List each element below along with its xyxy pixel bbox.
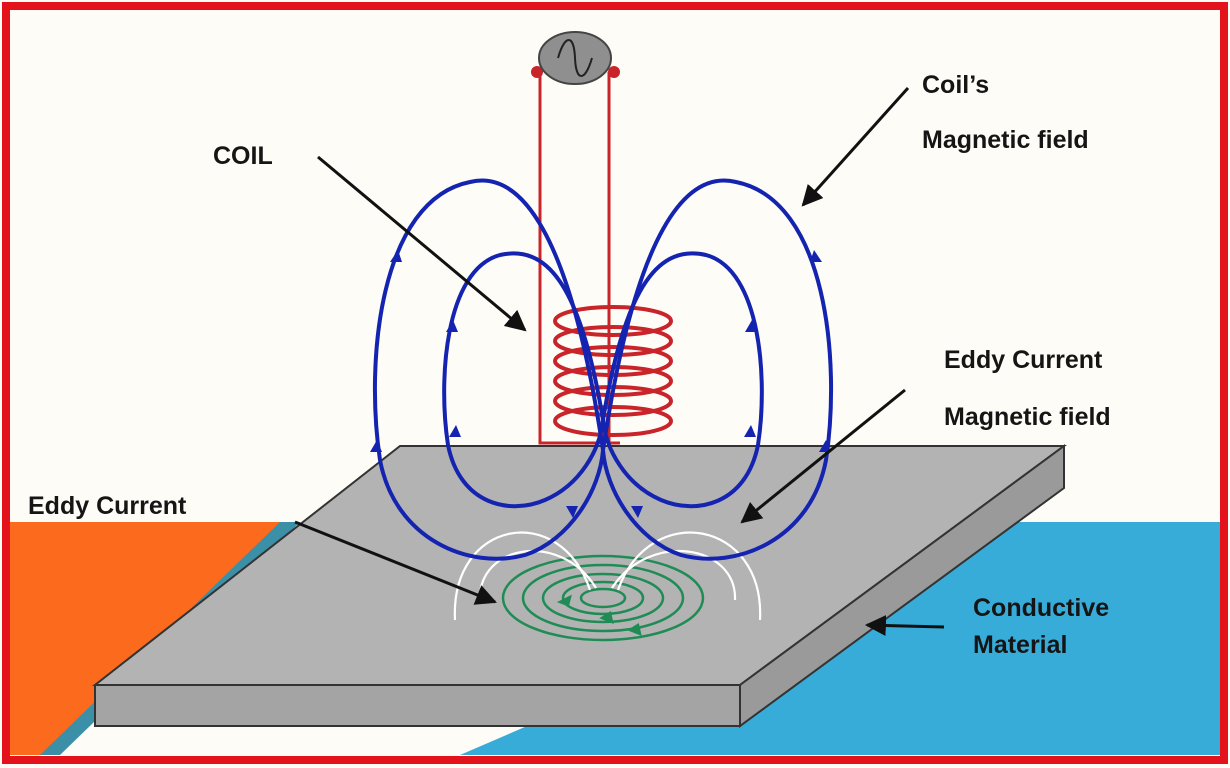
eddy-field-line [478, 550, 597, 601]
label-pointers [294, 86, 945, 636]
field-loop-inner-right [600, 251, 764, 509]
field-arrow [744, 425, 756, 437]
coil-turn [553, 305, 673, 337]
eddy-ring [521, 563, 685, 633]
coil-field-label-line1: Coil’s [922, 71, 990, 99]
eddy-arrow [627, 623, 642, 637]
plate-front [94, 684, 741, 727]
source-terminal-left [531, 66, 543, 78]
eddy-ring [501, 554, 705, 642]
coil-field-pointer [801, 86, 910, 207]
eddy-field-line [611, 550, 737, 601]
plate-side [739, 444, 1065, 728]
field-arrow [370, 440, 382, 452]
source-terminal-right [608, 66, 620, 78]
material-label-line1: Conductive [973, 594, 1110, 622]
field-arrow [390, 250, 402, 262]
eddy-arrow [599, 611, 614, 625]
field-loop-inner-left [442, 251, 606, 509]
coil-pointer [317, 155, 527, 332]
eddy-current-label: Eddy Current [28, 492, 187, 520]
eddy-field-label-line1: Eddy Current [944, 346, 1103, 374]
field-arrow [819, 440, 831, 452]
field-arrow [810, 250, 822, 262]
eddy-field-label-line2: Magnetic field [944, 403, 1111, 431]
eddy-field-line [453, 531, 592, 621]
coil-field-arrows [370, 250, 831, 518]
field-arrow [449, 425, 461, 437]
coil-label: COIL [213, 142, 273, 170]
field-arrow [566, 506, 578, 518]
eddy-ring [579, 587, 627, 609]
eddy-current-pointer [294, 520, 497, 605]
eddy-field-pointer [740, 388, 906, 524]
ac-source-icon [531, 31, 620, 85]
coil-turn [553, 405, 673, 437]
coil-magnetic-field [372, 178, 834, 561]
eddy-field-line [616, 531, 762, 621]
material-pointer [864, 614, 945, 636]
eddy-current-spiral [501, 554, 705, 642]
field-arrow [446, 320, 458, 332]
material-label-line2: Material [973, 631, 1068, 659]
eddy-arrow [556, 594, 572, 607]
coil-turn [553, 325, 673, 357]
field-arrow [631, 506, 643, 518]
field-loop-outer-right [600, 178, 834, 561]
field-arrow [745, 320, 757, 332]
lead-left [538, 72, 600, 445]
field-loop-outer-left [372, 178, 606, 561]
eddy-magnetic-field [453, 531, 762, 621]
eddy-ring [561, 580, 645, 616]
eddy-ring [541, 572, 665, 624]
coil-field-label-line2: Magnetic field [922, 126, 1089, 154]
sine-wave-icon [557, 39, 593, 77]
